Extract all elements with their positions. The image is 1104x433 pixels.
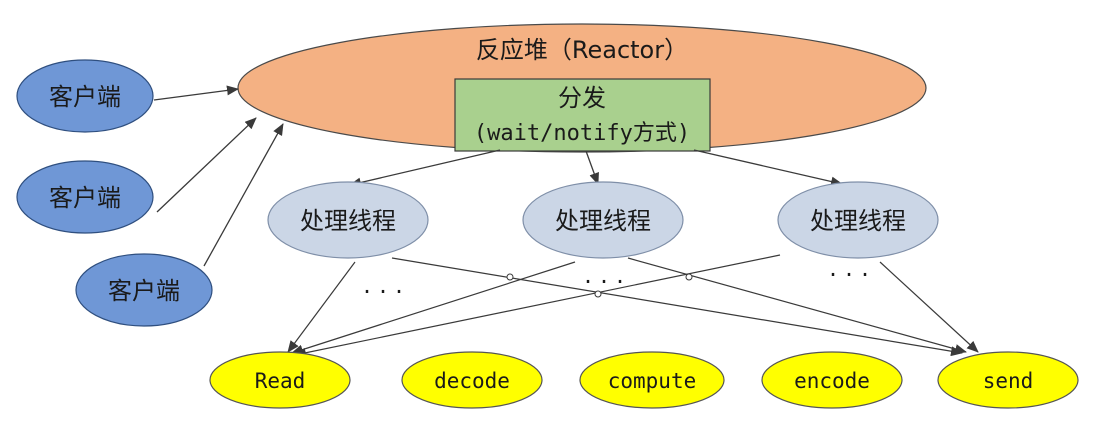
thread-to-read-arrow [287, 261, 356, 353]
client-ellipse [16, 160, 154, 234]
stage-label: compute [608, 369, 697, 393]
thread-to-read-arrow [294, 254, 781, 358]
stage-ellipse [761, 351, 903, 409]
thread-to-read-arrow [291, 261, 576, 355]
thread-label: 处理线程 [555, 207, 651, 235]
stage-node-read: Read [209, 351, 351, 409]
client-node: 客户端 [16, 160, 154, 234]
line-crossing-hop [506, 273, 514, 281]
thread-to-send-arrow [627, 257, 967, 354]
thread-label: 处理线程 [810, 207, 906, 235]
dispatch-to-thread-arrow [693, 149, 843, 187]
dispatch-box [454, 78, 711, 152]
client-to-reactor-arrow [203, 123, 284, 267]
stage-label: encode [794, 369, 870, 393]
line-crossing-hop [685, 273, 693, 281]
thread-ellipsis: ... [582, 264, 630, 288]
thread-label: 处理线程 [300, 207, 396, 235]
stage-node-send: send [937, 351, 1079, 409]
thread-ellipse [522, 181, 684, 259]
dispatch-node: 分发 (wait/notify方式) [454, 78, 711, 152]
stage-label: Read [255, 369, 306, 393]
client-node: 客户端 [75, 253, 213, 327]
stage-node-encode: encode [761, 351, 903, 409]
line-crossing-hop [594, 290, 602, 298]
stage-ellipse [579, 351, 725, 409]
dispatch-to-thread-arrow [349, 149, 501, 188]
stage-ellipse [937, 351, 1079, 409]
stage-label: decode [434, 369, 510, 393]
thread-ellipse [267, 181, 429, 259]
client-ellipse [75, 253, 213, 327]
thread-to-send-arrow [391, 257, 963, 357]
stage-ellipse [209, 351, 351, 409]
stage-node-compute: compute [579, 351, 725, 409]
client-label: 客户端 [49, 83, 121, 111]
thread-ellipse [777, 181, 939, 259]
client-to-reactor-arrow [153, 85, 239, 101]
thread-node: 处理线程 [777, 181, 939, 259]
stage-label: send [983, 369, 1034, 393]
thread-ellipsis: ... [827, 257, 875, 281]
dispatch-label: 分发 [558, 84, 606, 112]
dispatch-method: (wait/notify方式) [474, 121, 690, 146]
client-ellipse [16, 59, 154, 133]
stage-node-decode: decode [401, 351, 543, 409]
reactor-title: 反应堆（Reactor） [476, 36, 688, 64]
dispatch-to-thread-arrow [585, 150, 599, 185]
thread-ellipsis: ... [361, 274, 409, 298]
thread-to-send-arrow [879, 261, 979, 353]
client-label: 客户端 [49, 184, 121, 212]
client-label: 客户端 [108, 277, 180, 305]
thread-node: 处理线程 [522, 181, 684, 259]
client-to-reactor-arrow [156, 117, 257, 213]
stage-ellipse [401, 351, 543, 409]
client-node: 客户端 [16, 59, 154, 133]
thread-node: 处理线程 [267, 181, 429, 259]
